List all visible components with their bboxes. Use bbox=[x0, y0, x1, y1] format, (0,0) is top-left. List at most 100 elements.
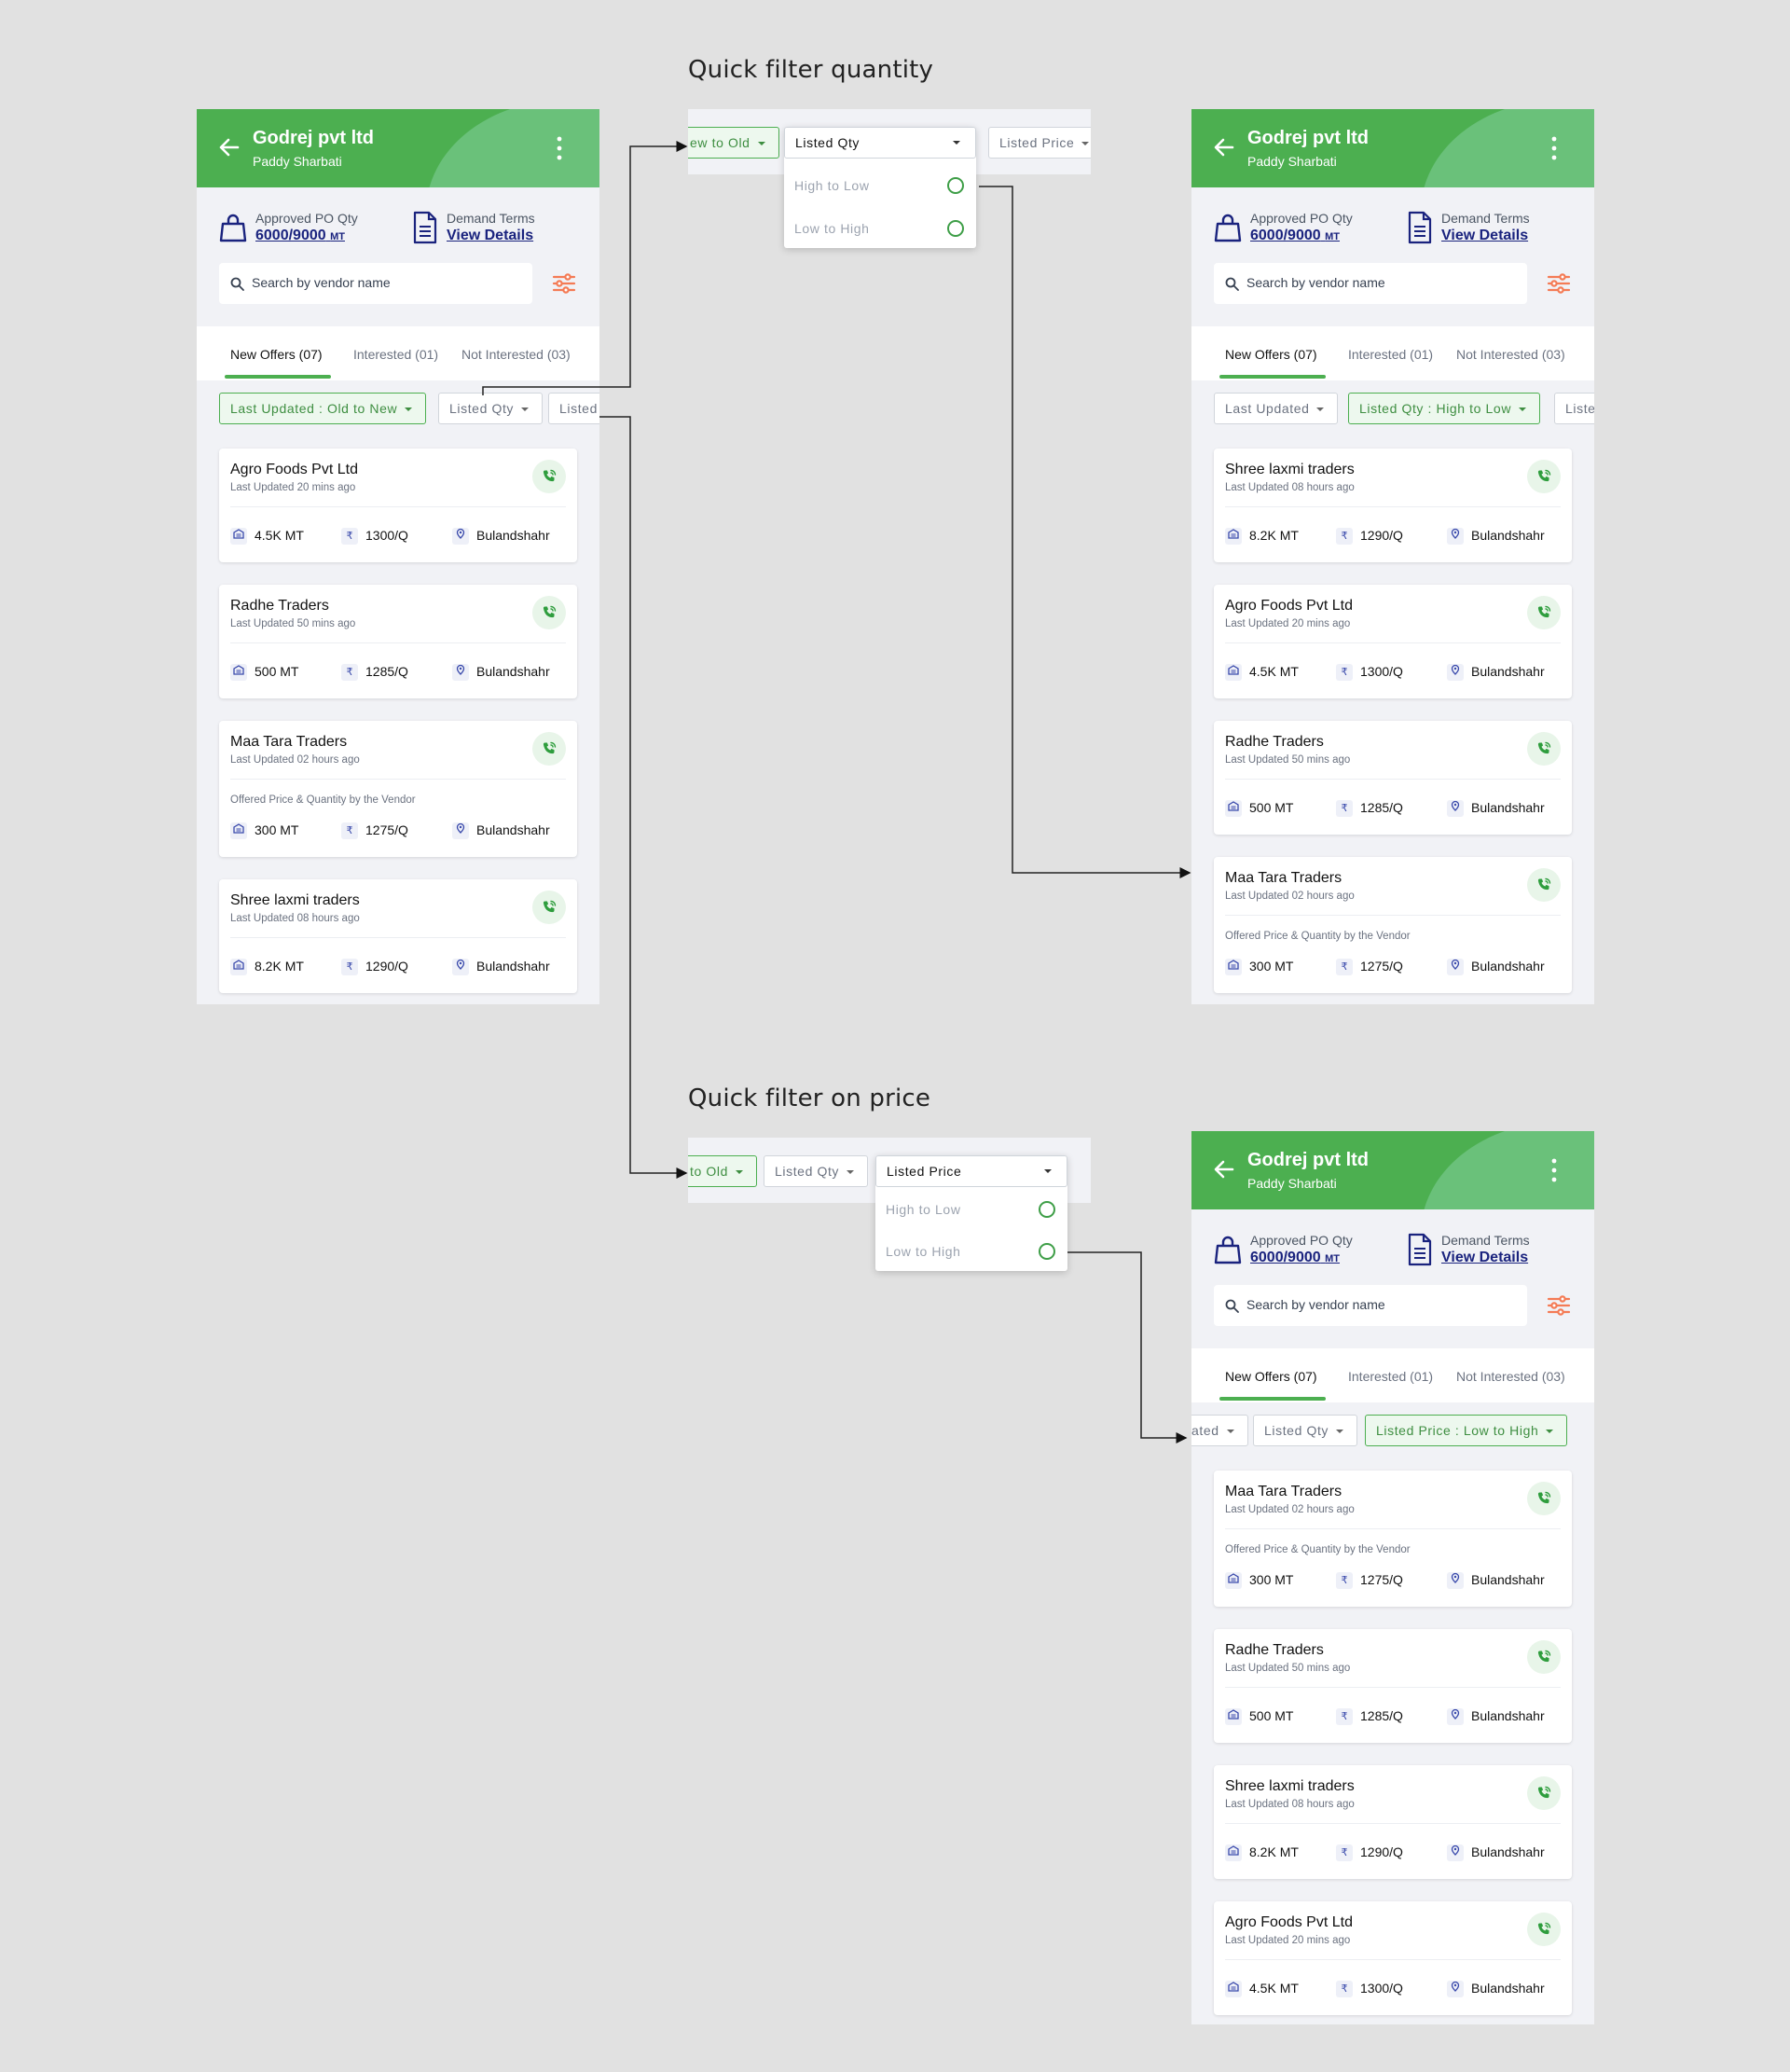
vendor-offer-card[interactable]: Agro Foods Pvt Ltd Last Updated 20 mins … bbox=[1214, 1901, 1572, 2015]
location-pin-icon bbox=[1447, 1572, 1464, 1590]
quantity-info: 300 MT bbox=[1225, 956, 1293, 976]
view-details-link[interactable]: View Details bbox=[1441, 228, 1529, 243]
price-option-low-to-high[interactable]: Low to High bbox=[886, 1244, 961, 1259]
vendor-offer-card[interactable]: Maa Tara Traders Last Updated 02 hours a… bbox=[1214, 1471, 1572, 1607]
qty-radio-high-to-low[interactable] bbox=[947, 177, 964, 194]
call-vendor-button[interactable] bbox=[1527, 1776, 1561, 1810]
listed-price-dropdown[interactable]: Listed Price High to Low Low to High bbox=[875, 1155, 1067, 1271]
vendor-offer-card[interactable]: Maa Tara Traders Last Updated 02 hours a… bbox=[219, 721, 577, 857]
vendor-offer-card[interactable]: Radhe Traders Last Updated 50 mins ago 5… bbox=[219, 585, 577, 698]
back-arrow-icon[interactable] bbox=[1212, 135, 1236, 159]
vendor-offer-card[interactable]: Shree laxmi traders Last Updated 08 hour… bbox=[1214, 1765, 1572, 1879]
tab-not-interested[interactable]: Not Interested (03) bbox=[461, 347, 571, 362]
call-vendor-button[interactable] bbox=[532, 596, 566, 629]
last-updated-chip[interactable]: to Old bbox=[688, 1155, 757, 1187]
location-value: Bulandshahr bbox=[1471, 1708, 1545, 1723]
call-vendor-button[interactable] bbox=[1527, 868, 1561, 902]
vendor-offer-card[interactable]: Radhe Traders Last Updated 50 mins ago 5… bbox=[1214, 721, 1572, 835]
more-options-icon[interactable] bbox=[555, 135, 564, 161]
more-options-icon[interactable] bbox=[1549, 1157, 1559, 1183]
tab-interested[interactable]: Interested (01) bbox=[353, 347, 439, 362]
listed-qty-chip[interactable]: Listed Qty bbox=[764, 1155, 869, 1187]
price-option-high-to-low[interactable]: High to Low bbox=[886, 1202, 961, 1217]
price-radio-low-to-high[interactable] bbox=[1039, 1243, 1055, 1260]
demand-summary: Approved PO Qty 6000/9000 MT Demand Term… bbox=[1191, 187, 1594, 326]
price-radio-high-to-low[interactable] bbox=[1039, 1201, 1055, 1218]
document-icon bbox=[1407, 1233, 1433, 1266]
back-arrow-icon[interactable] bbox=[217, 135, 241, 159]
search-input[interactable]: Search by vendor name bbox=[1214, 263, 1527, 304]
quantity-info: 4.5K MT bbox=[1225, 661, 1299, 682]
sort-chip[interactable]: ated bbox=[1191, 1415, 1248, 1446]
vendor-offer-card[interactable]: Agro Foods Pvt Ltd Last Updated 20 mins … bbox=[1214, 585, 1572, 698]
call-vendor-button[interactable] bbox=[1527, 1913, 1561, 1946]
price-info: ₹1300/Q bbox=[1336, 1978, 1403, 1998]
filter-sliders-icon[interactable] bbox=[1547, 273, 1571, 294]
sort-chip[interactable]: Last Updated bbox=[1214, 393, 1339, 424]
sort-chip[interactable]: Last Updated : Old to New bbox=[219, 393, 427, 424]
price-value: 1285/Q bbox=[365, 664, 408, 679]
listed-price-chip[interactable]: Listed Price bbox=[988, 127, 1091, 159]
call-vendor-button[interactable] bbox=[532, 732, 566, 766]
tab-new-offers[interactable]: New Offers (07) bbox=[1225, 1369, 1317, 1384]
po-qty-value[interactable]: 6000/9000 MT bbox=[1250, 228, 1340, 243]
price-info: ₹1290/Q bbox=[341, 956, 408, 976]
call-vendor-button[interactable] bbox=[1527, 460, 1561, 493]
tab-new-offers[interactable]: New Offers (07) bbox=[230, 347, 323, 362]
tab-new-offers[interactable]: New Offers (07) bbox=[1225, 347, 1317, 362]
last-updated-text: Last Updated 08 hours ago bbox=[230, 913, 360, 924]
call-vendor-button[interactable] bbox=[1527, 732, 1561, 766]
view-details-link[interactable]: View Details bbox=[1441, 1250, 1529, 1265]
vendor-offer-card[interactable]: Radhe Traders Last Updated 50 mins ago 5… bbox=[1214, 1629, 1572, 1743]
sort-chip[interactable]: Listed bbox=[548, 393, 599, 424]
po-qty-value[interactable]: 6000/9000 MT bbox=[1250, 1250, 1340, 1265]
call-vendor-button[interactable] bbox=[532, 891, 566, 924]
sort-chip[interactable]: Listed Price : Low to High bbox=[1365, 1415, 1568, 1446]
listed-price-dropdown-header[interactable]: Listed Price bbox=[875, 1155, 1067, 1187]
listed-qty-dropdown[interactable]: Listed Qty High to Low Low to High bbox=[784, 127, 976, 248]
price-value: 1300/Q bbox=[1360, 664, 1403, 679]
call-vendor-button[interactable] bbox=[532, 460, 566, 493]
tab-not-interested[interactable]: Not Interested (03) bbox=[1456, 347, 1565, 362]
listed-qty-dropdown-header[interactable]: Listed Qty bbox=[784, 127, 976, 159]
tab-not-interested[interactable]: Not Interested (03) bbox=[1456, 1369, 1565, 1384]
tab-interested[interactable]: Interested (01) bbox=[1348, 1369, 1434, 1384]
qty-option-low-to-high[interactable]: Low to High bbox=[794, 221, 870, 236]
card-divider bbox=[230, 506, 566, 507]
sort-chip[interactable]: Liste bbox=[1554, 393, 1594, 424]
card-divider bbox=[1225, 1687, 1561, 1688]
filter-sliders-icon[interactable] bbox=[552, 273, 576, 294]
back-arrow-icon[interactable] bbox=[1212, 1157, 1236, 1181]
search-placeholder: Search by vendor name bbox=[252, 275, 391, 290]
sort-chip[interactable]: Listed Qty bbox=[1253, 1415, 1358, 1446]
po-qty-value[interactable]: 6000/9000 MT bbox=[255, 228, 345, 243]
location-info: Bulandshahr bbox=[1447, 525, 1545, 546]
qty-radio-low-to-high[interactable] bbox=[947, 220, 964, 237]
offers-screen: Godrej pvt ltd Paddy Sharbati Approved P… bbox=[1191, 109, 1594, 1004]
tab-interested[interactable]: Interested (01) bbox=[1348, 347, 1434, 362]
search-input[interactable]: Search by vendor name bbox=[1214, 1285, 1527, 1326]
call-vendor-button[interactable] bbox=[1527, 1640, 1561, 1674]
search-input[interactable]: Search by vendor name bbox=[219, 263, 532, 304]
sort-chip[interactable]: Listed Qty bbox=[438, 393, 544, 424]
more-options-icon[interactable] bbox=[1549, 135, 1559, 161]
filter-sliders-icon[interactable] bbox=[1547, 1295, 1571, 1316]
vendor-offer-card[interactable]: Maa Tara Traders Last Updated 02 hours a… bbox=[1214, 857, 1572, 993]
call-vendor-button[interactable] bbox=[1527, 1482, 1561, 1515]
qty-option-high-to-low[interactable]: High to Low bbox=[794, 178, 870, 193]
sort-chip[interactable]: Listed Qty : High to Low bbox=[1348, 393, 1541, 424]
location-info: Bulandshahr bbox=[1447, 956, 1545, 976]
warehouse-icon bbox=[230, 822, 247, 840]
call-vendor-button[interactable] bbox=[1527, 596, 1561, 629]
location-pin-icon bbox=[452, 664, 469, 682]
price-info: ₹1290/Q bbox=[1336, 525, 1403, 546]
vendor-offer-card[interactable]: Shree laxmi traders Last Updated 08 hour… bbox=[219, 879, 577, 993]
last-updated-chip[interactable]: ew to Old bbox=[688, 127, 779, 159]
vendor-offer-card[interactable]: Shree laxmi traders Last Updated 08 hour… bbox=[1214, 449, 1572, 562]
card-divider bbox=[1225, 1823, 1561, 1824]
demand-terms-label: Demand Terms bbox=[1441, 211, 1530, 226]
quantity-info: 8.2K MT bbox=[1225, 1842, 1299, 1862]
location-value: Bulandshahr bbox=[476, 664, 550, 679]
view-details-link[interactable]: View Details bbox=[447, 228, 534, 243]
vendor-offer-card[interactable]: Agro Foods Pvt Ltd Last Updated 20 mins … bbox=[219, 449, 577, 562]
